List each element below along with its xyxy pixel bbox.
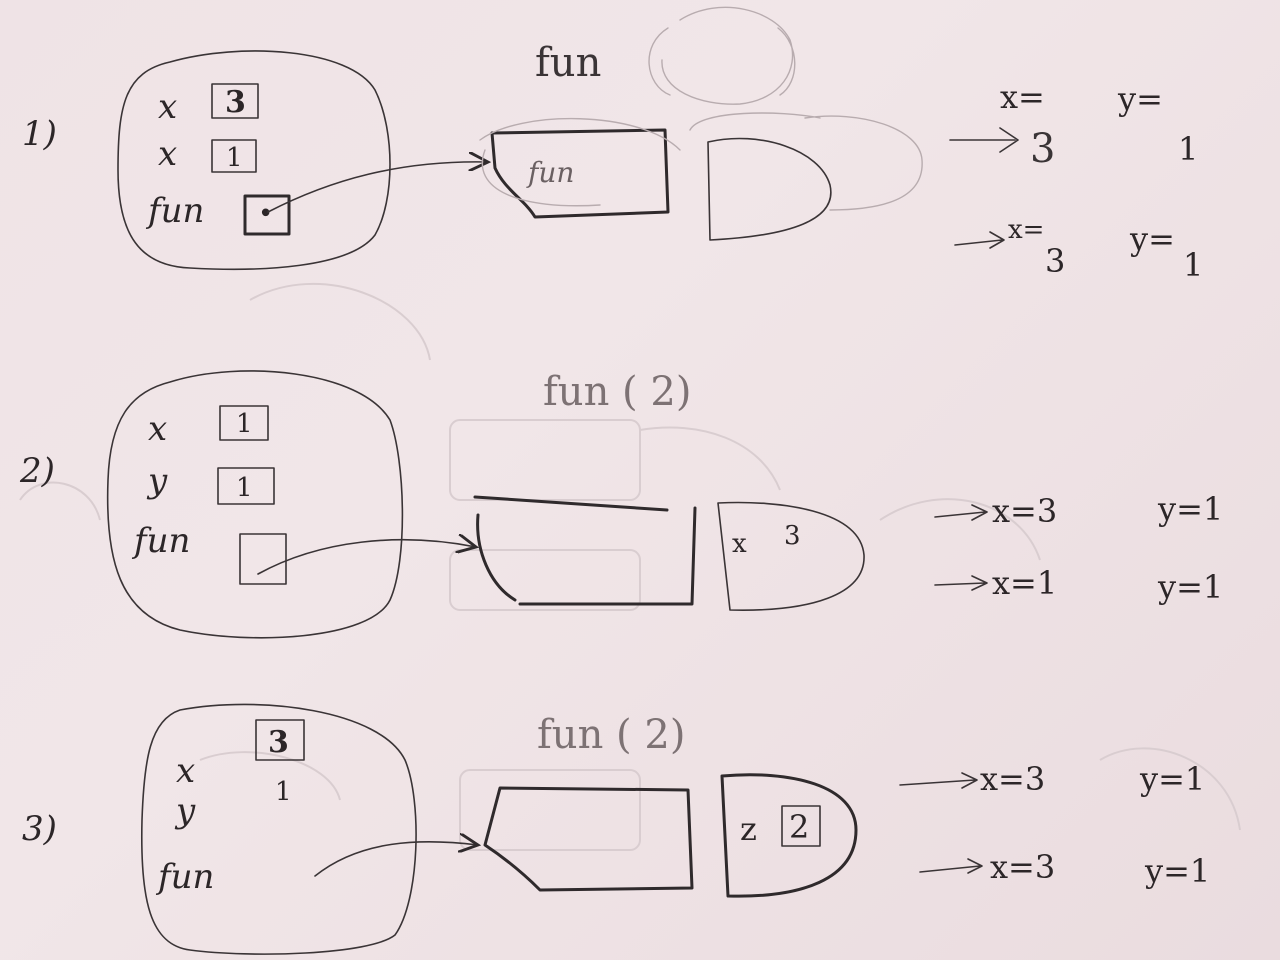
frame-var: x — [732, 529, 747, 559]
svg-text:x=3: x=3 — [990, 848, 1055, 886]
closure-label: fun — [526, 156, 574, 189]
frame-shape — [717, 501, 865, 611]
background-ghosting — [19, 283, 1241, 851]
diagram-3: 3) x 3 y 1 fun fun ( 2) z 2 x=3 y=1 x=3 … — [22, 703, 1210, 955]
step-label: 2) — [19, 451, 55, 491]
svg-text:x=: x= — [1008, 215, 1044, 245]
svg-text:x=1: x=1 — [992, 564, 1057, 602]
closure-box — [483, 786, 694, 892]
result-line: x=1 y=1 — [934, 564, 1223, 606]
svg-text:x=3: x=3 — [992, 492, 1057, 530]
svg-text:3: 3 — [1030, 126, 1055, 172]
svg-text:x=: x= — [1000, 78, 1045, 116]
closure-box — [490, 128, 670, 219]
environment-blob — [106, 370, 404, 639]
closure-scribble — [479, 117, 681, 207]
env-var-value: 1 — [275, 777, 292, 807]
svg-text:y=1: y=1 — [1157, 490, 1223, 528]
env-value-box — [219, 405, 269, 441]
env-value-box — [211, 83, 259, 119]
env-pointer-box — [243, 194, 291, 236]
environment-blob — [117, 50, 391, 271]
env-value-box — [211, 139, 257, 173]
env-var-name: y — [146, 461, 168, 501]
frame-ghost — [689, 112, 923, 211]
env-var-value: 3 — [225, 85, 246, 120]
call-expression: fun ( 2) — [543, 369, 691, 415]
result-line: x= y= 3 1 — [949, 78, 1198, 172]
result-line: x=3 y=1 — [919, 848, 1210, 890]
diagram-2: 2) x 1 y 1 fun fun ( 2) x 3 x=3 y=1 x=1 … — [19, 369, 1223, 639]
env-var-name: fun — [145, 191, 204, 231]
svg-text:1: 1 — [1183, 246, 1203, 284]
frame-value-box — [781, 805, 821, 847]
svg-text:y=: y= — [1117, 80, 1163, 118]
svg-text:y=1: y=1 — [1144, 852, 1210, 890]
env-var-name: x — [158, 87, 177, 127]
result-line: x=3 y=1 — [899, 760, 1205, 798]
env-var-value: 1 — [236, 409, 253, 439]
pointer-arrow — [314, 842, 478, 877]
svg-text:x=3: x=3 — [980, 760, 1045, 798]
env-value-box — [255, 719, 305, 761]
call-expression: fun — [535, 40, 601, 86]
frame-value: 2 — [789, 808, 809, 846]
pointer-arrow — [257, 540, 476, 575]
frame-shape — [707, 137, 832, 241]
environment-blob — [140, 703, 417, 955]
closure-box — [473, 495, 697, 606]
svg-text:y=1: y=1 — [1139, 760, 1205, 798]
diagram-1: 1) x 3 x 1 fun • fun fun x= y= 3 1 x= y=… — [22, 6, 1203, 284]
call-parens-scribble — [648, 6, 796, 105]
frame-shape — [720, 773, 858, 898]
env-var-value: 1 — [226, 143, 243, 173]
svg-text:3: 3 — [1045, 242, 1065, 280]
frame-var: z — [740, 810, 757, 848]
env-var-name: fun — [131, 521, 190, 561]
result-line: x=3 y=1 — [934, 490, 1223, 530]
step-label: 3) — [22, 809, 57, 849]
env-var-name: x — [176, 751, 195, 791]
env-var-value: 1 — [236, 473, 253, 503]
svg-text:1: 1 — [1178, 130, 1198, 168]
env-var-value: 3 — [268, 725, 289, 760]
env-var-value: • — [258, 199, 273, 229]
step-label: 1) — [22, 114, 57, 154]
env-var-name: x — [158, 134, 177, 174]
env-var-name: fun — [155, 857, 214, 897]
env-var-name: x — [148, 409, 167, 449]
result-line: x= y= 3 1 — [954, 215, 1203, 284]
pointer-arrow — [267, 162, 488, 213]
env-var-name: y — [174, 791, 196, 831]
env-pointer-box — [239, 533, 287, 585]
frame-value: 3 — [784, 521, 801, 551]
svg-text:y=1: y=1 — [1157, 568, 1223, 606]
env-value-box — [217, 467, 275, 505]
call-expression: fun ( 2) — [537, 712, 685, 758]
svg-text:y=: y= — [1129, 220, 1175, 258]
